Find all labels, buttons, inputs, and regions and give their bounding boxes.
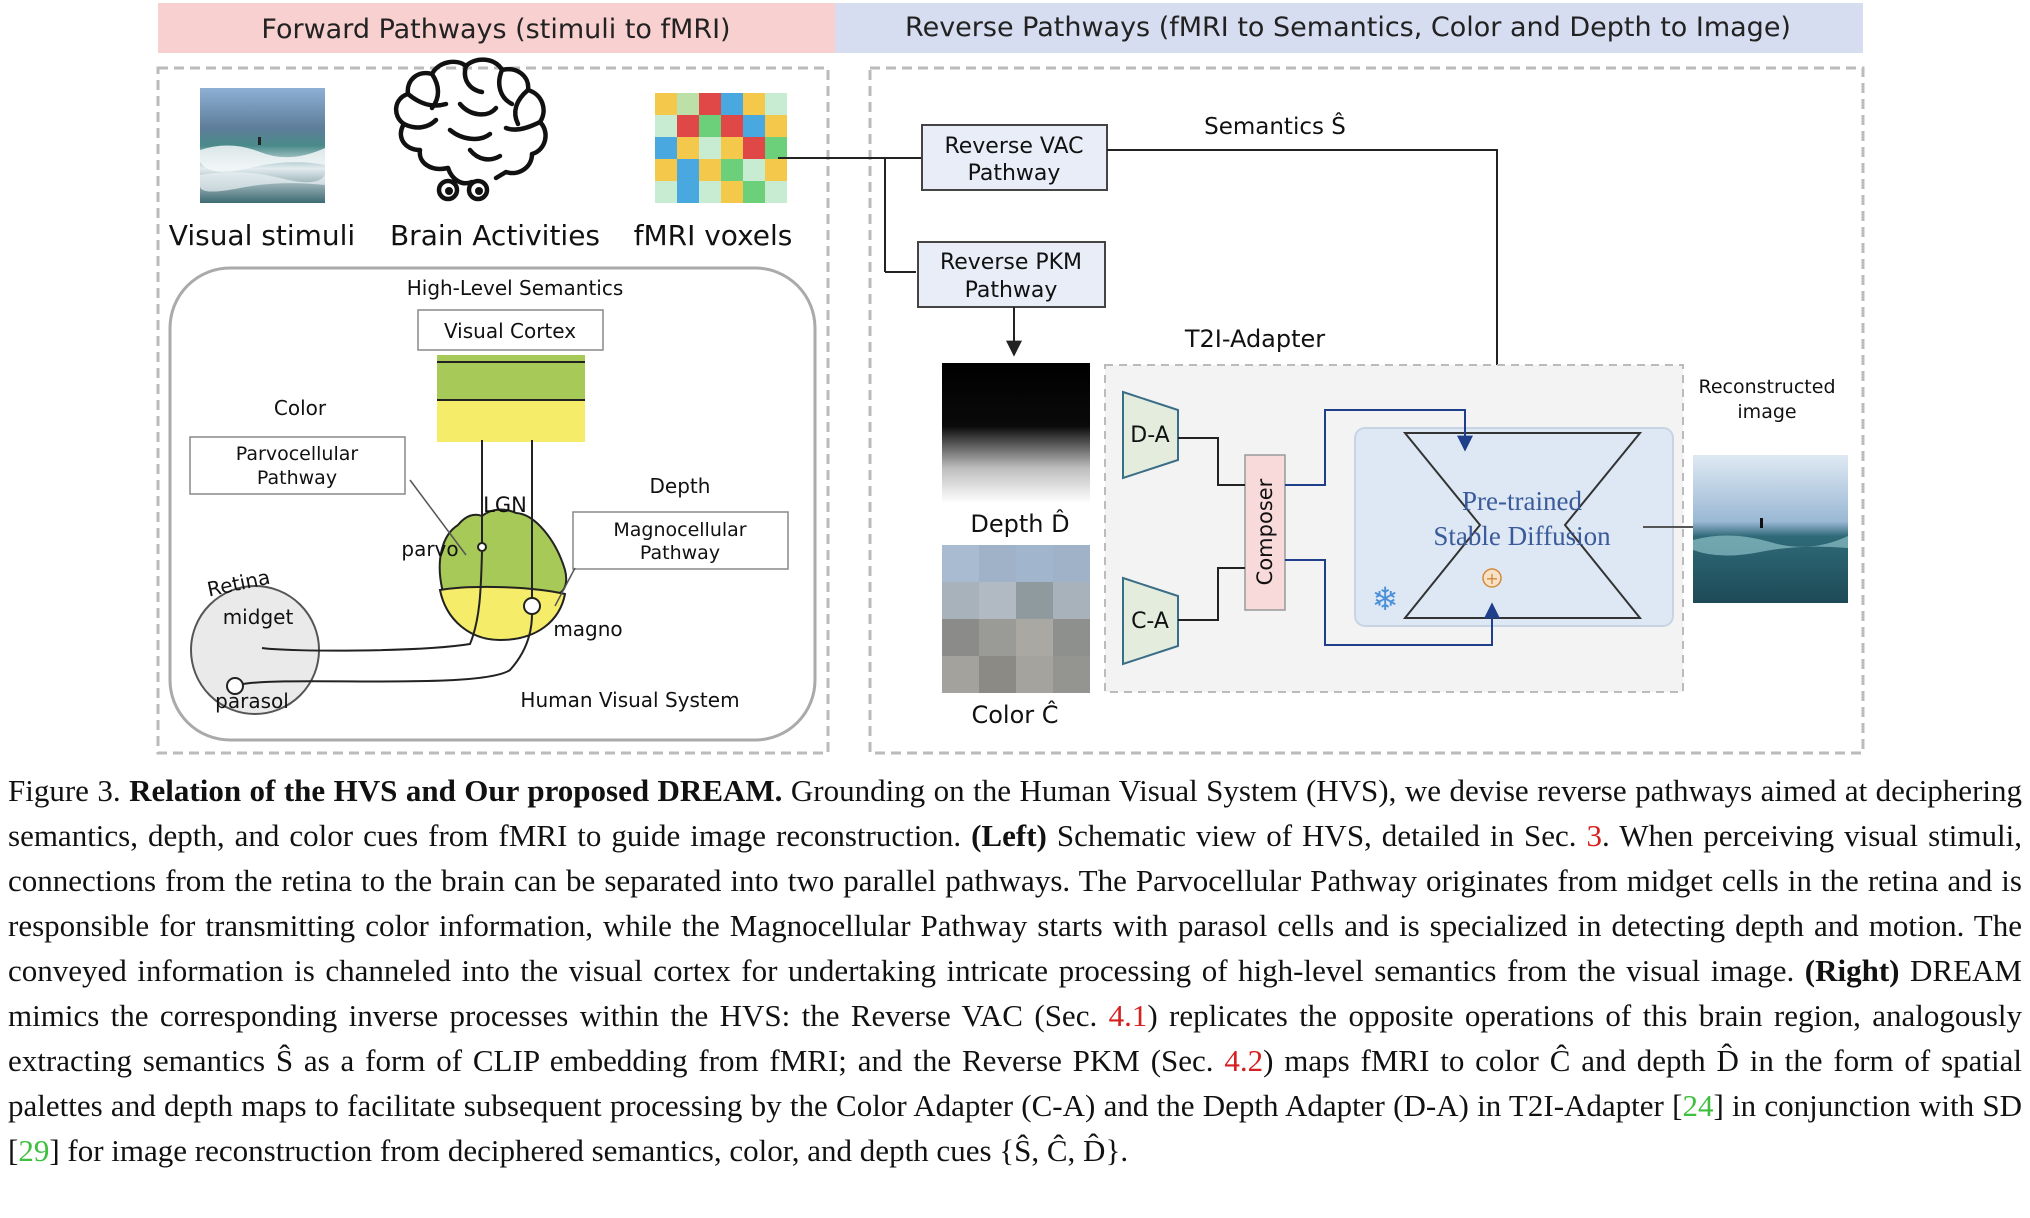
caption-ref-29[interactable]: 29 [18, 1133, 50, 1168]
caption-t2: Schematic view of HVS, detailed in Sec. [1046, 818, 1587, 853]
reverse-vac-line1: Reverse VAC [944, 134, 1083, 159]
hvs-box [168, 266, 817, 742]
cortex-layers [437, 355, 585, 442]
recon-line2: image [1737, 401, 1796, 423]
depth-adapter [1122, 390, 1179, 480]
caption-ref-24[interactable]: 24 [1682, 1088, 1714, 1123]
depth-output-label: Depth D̂ [970, 510, 1069, 538]
composer-label: Composer [1253, 478, 1277, 585]
caption-t1: Grounding on the Human Visual System (HV… [8, 773, 2023, 853]
left-panel [156, 66, 830, 755]
reverse-pkm-line2: Pathway [965, 278, 1058, 303]
add-icon [1482, 568, 1502, 588]
caption-left: (Left) [971, 818, 1047, 853]
caption-t3: . When perceiving visual stimuli, connec… [8, 818, 2023, 988]
caption-t5: ) replicates the opposite operations of … [8, 998, 2023, 1078]
color-output-label: Color Ĉ [971, 699, 1058, 729]
reverse-header-bar [835, 3, 1863, 53]
magnocellular-line1: Magnocellular [613, 519, 746, 541]
depth-map [942, 363, 1090, 503]
parvocellular-line1: Parvocellular [236, 443, 359, 465]
dream-figure: Forward Pathways (stimuli to fMRI) Rever… [156, 3, 1865, 755]
parvocellular-line2: Pathway [257, 467, 337, 489]
color-adapter [1122, 576, 1179, 666]
visual-cortex-label: Visual Cortex [444, 319, 576, 343]
color-adapter-label: C-A [1131, 609, 1169, 634]
reverse-header: Reverse Pathways (fMRI to Semantics, Col… [905, 12, 1791, 43]
lgn-label: LGN [483, 493, 527, 517]
midget-label: midget [223, 605, 294, 629]
reverse-pkm-line1: Reverse PKM [940, 250, 1082, 275]
depth-adapter-label: D-A [1130, 423, 1169, 448]
parasol-label: parasol [215, 689, 289, 713]
reverse-pkm-box [917, 241, 1106, 308]
stimuli-label: Visual stimuli [169, 219, 355, 252]
caption-t8: ] for image reconstruction from decipher… [49, 1133, 1129, 1168]
depth-label: Depth [650, 474, 711, 498]
magnocellular-line2: Pathway [640, 542, 720, 564]
unet-shape [1402, 432, 1643, 619]
snowflake-icon: ❄ [1372, 580, 1399, 618]
color-label: Color [274, 396, 327, 420]
reverse-vac-box [921, 124, 1108, 191]
visual-cortex-box [417, 309, 604, 351]
t2i-label: T2I-Adapter [1184, 325, 1325, 353]
fmri-voxels [655, 93, 787, 203]
reconstructed-image [1693, 455, 1848, 603]
caption-ref-3[interactable]: 3 [1586, 818, 1603, 853]
forward-header-bar [158, 3, 835, 53]
magnocellular-box [572, 511, 789, 570]
caption-title: Relation of the HVS and Our proposed DRE… [129, 773, 783, 808]
right-panel [868, 66, 1865, 755]
caption-ref-4-1[interactable]: 4.1 [1108, 998, 1148, 1033]
fmri-label: fMRI voxels [634, 219, 793, 252]
reverse-vac-line2: Pathway [968, 161, 1061, 186]
caption-ref-4-2[interactable]: 4.2 [1224, 1043, 1264, 1078]
composer-box [1244, 454, 1286, 611]
forward-header: Forward Pathways (stimuli to fMRI) [261, 14, 730, 45]
brain-icon [394, 57, 548, 202]
parvocellular-box [189, 436, 406, 495]
caption-t4: DREAM mimics the corresponding inverse p… [8, 953, 2022, 1033]
sd-line1: Pre-trained [1462, 486, 1582, 516]
recon-line1: Reconstructed [1699, 376, 1836, 398]
brain-label: Brain Activities [390, 219, 600, 252]
stimuli-image [200, 88, 325, 203]
hvs-label: Human Visual System [520, 688, 739, 712]
lgn-shape [438, 508, 568, 642]
caption-right: (Right) [1804, 953, 1900, 988]
color-palette [942, 545, 1090, 693]
magno-label: magno [553, 617, 622, 641]
caption-fig: Figure 3. [8, 773, 130, 808]
caption-t6: ) maps fMRI to color Ĉ and depth D̂ in t… [8, 1043, 2022, 1123]
semantics-label: Semantics Ŝ [1204, 112, 1346, 140]
svg-text:+: + [1485, 569, 1498, 588]
parvo-label: parvo [401, 537, 458, 561]
high-level-label: High-Level Semantics [407, 276, 624, 300]
caption-t7: ] in conjunction with SD [ [8, 1088, 2022, 1168]
sd-line2: Stable Diffusion [1433, 521, 1611, 551]
figure-caption: Figure 3. Relation of the HVS and Our pr… [8, 768, 2022, 1173]
